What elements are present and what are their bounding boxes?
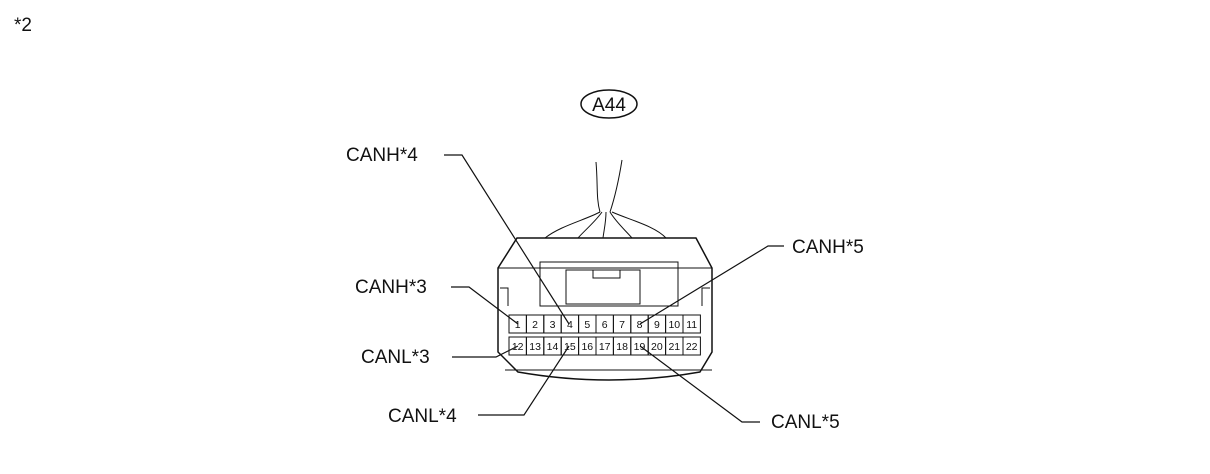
pin-number: 3 <box>550 319 556 331</box>
note-label: *2 <box>14 15 32 36</box>
leader-canh3 <box>451 286 519 325</box>
pin-number: 13 <box>529 341 541 353</box>
pin-number: 5 <box>584 319 590 331</box>
pin-number: 21 <box>668 341 680 353</box>
pin-number: 16 <box>581 341 593 353</box>
pin-number: 8 <box>637 319 643 331</box>
pin-number: 7 <box>619 319 625 331</box>
pin-number: 9 <box>654 319 660 331</box>
pin-number: 10 <box>668 319 680 331</box>
leader-canl5 <box>639 345 760 423</box>
leader-canl3 <box>452 345 519 358</box>
label-canl4: CANL*4 <box>388 406 457 427</box>
connector-code-badge <box>580 89 638 119</box>
leader-lines <box>444 154 784 423</box>
pin-number: 19 <box>634 341 646 353</box>
pin-number: 12 <box>512 341 524 353</box>
label-canl3: CANL*3 <box>361 347 430 368</box>
leader-canl4 <box>478 345 570 416</box>
pin-number: 2 <box>532 319 538 331</box>
leader-canh4 <box>444 154 570 325</box>
pin-number: 1 <box>515 319 521 331</box>
pin-number: 4 <box>567 319 573 331</box>
pin-number: 20 <box>651 341 663 353</box>
pin-cell <box>682 314 701 334</box>
pin-number: 6 <box>602 319 608 331</box>
pin-number: 18 <box>616 341 628 353</box>
pin-number: 14 <box>547 341 559 353</box>
pin-number: 15 <box>564 341 576 353</box>
connector-code: A44 <box>592 95 626 116</box>
label-canh3: CANH*3 <box>355 277 427 298</box>
pin-number: 22 <box>686 341 698 353</box>
label-canh4: CANH*4 <box>346 145 418 166</box>
leader-canh5 <box>639 245 784 325</box>
pin-cell <box>682 336 701 356</box>
label-canh5: CANH*5 <box>792 237 864 258</box>
wire-bundle <box>544 159 667 239</box>
connector-housing <box>497 237 713 381</box>
label-canl5: CANL*5 <box>771 412 840 433</box>
pin-number: 11 <box>686 319 697 331</box>
pin-number: 17 <box>599 341 611 353</box>
